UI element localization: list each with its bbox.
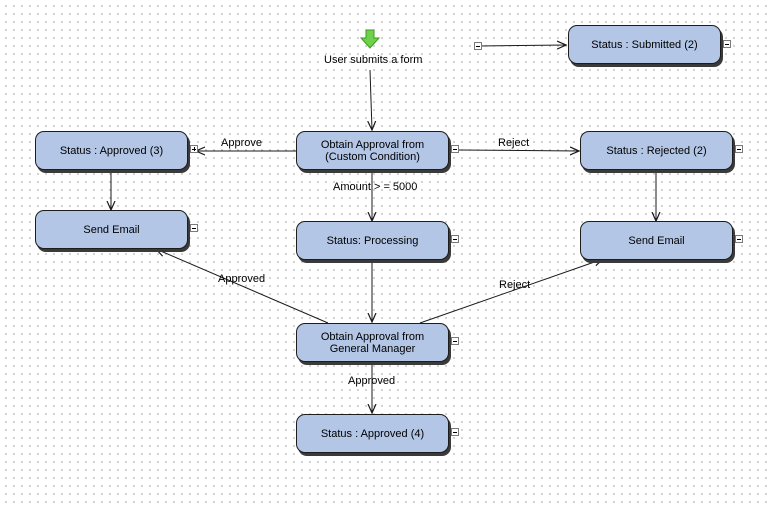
edge-label-reject-top: Reject <box>498 137 530 149</box>
node-label: Status : Rejected (2) <box>606 144 707 157</box>
collapse-toggle-obtain-custom[interactable] <box>451 145 459 153</box>
collapse-toggle-send-email-left[interactable] <box>190 224 198 232</box>
node-label: Obtain Approval from (Custom Condition) <box>320 138 425 163</box>
node-label: Send Email <box>83 223 140 236</box>
node-send-email-left[interactable]: Send Email <box>35 210 188 249</box>
node-status-processing[interactable]: Status: Processing <box>296 221 449 260</box>
node-label: Status: Processing <box>326 234 419 247</box>
collapse-toggle-obtain-gm[interactable] <box>451 337 459 345</box>
node-status-approved-4[interactable]: Status : Approved (4) <box>296 414 449 453</box>
edge-reject-top <box>458 150 579 151</box>
collapse-toggle-send-email-right[interactable] <box>735 235 743 243</box>
start-label: User submits a form <box>324 54 423 66</box>
node-obtain-approval-gm[interactable]: Obtain Approval from General Manager <box>296 323 449 362</box>
collapse-toggle-approved-4[interactable] <box>451 428 459 436</box>
node-send-email-right[interactable]: Send Email <box>580 221 733 260</box>
collapse-toggle-processing[interactable] <box>451 235 459 243</box>
collapse-toggle-submitted[interactable] <box>723 40 731 48</box>
node-status-approved-3[interactable]: Status : Approved (3) <box>35 131 188 170</box>
node-label: Obtain Approval from General Manager <box>320 330 425 355</box>
edge-submitted-input <box>477 45 566 46</box>
green-down-arrow-icon[interactable] <box>360 29 380 49</box>
node-label: Send Email <box>628 234 685 247</box>
node-status-rejected-2[interactable]: Status : Rejected (2) <box>580 131 733 170</box>
node-label: Status : Approved (4) <box>320 427 425 440</box>
collapse-toggle-rejected-2[interactable] <box>735 145 743 153</box>
edge-reject-right <box>419 259 603 324</box>
edge-label-amount: Amount > = 5000 <box>333 181 418 193</box>
edge-label-reject-right: Reject <box>499 279 531 291</box>
expand-toggle-approved-3[interactable] <box>190 145 198 153</box>
edge-label-approve: Approve <box>221 137 262 149</box>
node-label: Status : Approved (3) <box>59 144 164 157</box>
edge-approved-left <box>156 249 329 324</box>
node-label: Status : Submitted (2) <box>591 38 698 51</box>
node-obtain-approval-custom[interactable]: Obtain Approval from (Custom Condition) <box>296 131 449 170</box>
edge-label-approved-left: Approved <box>218 273 266 285</box>
collapse-toggle-input[interactable] <box>474 42 482 50</box>
node-status-submitted[interactable]: Status : Submitted (2) <box>568 25 721 64</box>
edge-label-approved-bottom: Approved <box>348 375 396 387</box>
edge-start-to-obtain-custom <box>370 69 372 130</box>
